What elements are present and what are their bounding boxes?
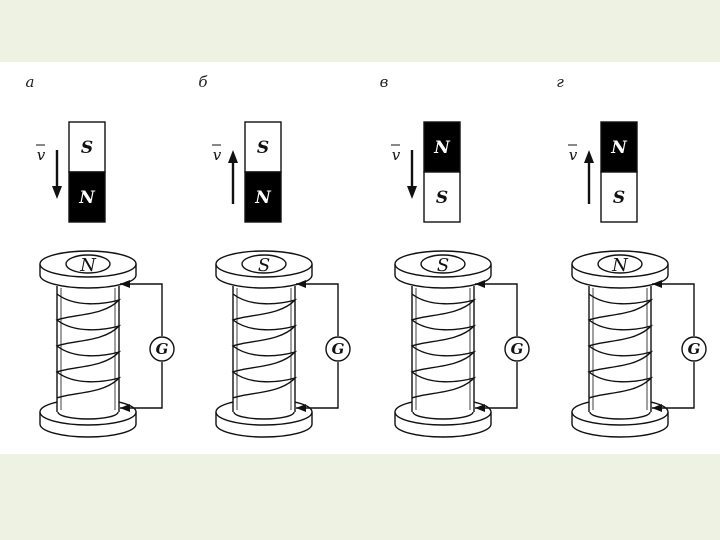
galvanometer-label: G bbox=[511, 340, 524, 358]
magnet-top-pole: S bbox=[257, 138, 269, 158]
coil-tube bbox=[589, 286, 651, 412]
panel-label: б bbox=[198, 73, 208, 91]
galvanometer-body bbox=[681, 336, 707, 362]
coil-pole-label: S bbox=[437, 255, 449, 276]
velocity-label: v bbox=[213, 146, 222, 164]
magnet-bottom-half bbox=[600, 171, 638, 223]
galvanometer-body bbox=[325, 336, 351, 362]
magnet-bottom-pole: N bbox=[254, 188, 272, 208]
wire-arrow-top bbox=[120, 280, 130, 288]
wire-arrow-bottom bbox=[120, 404, 130, 412]
wire-bottom bbox=[296, 362, 339, 409]
bar-magnet: NS bbox=[600, 121, 638, 223]
coil: N bbox=[39, 250, 137, 438]
magnet-bottom-half bbox=[68, 171, 106, 223]
circuit: G bbox=[475, 280, 530, 412]
bar-magnet: SN bbox=[68, 121, 106, 223]
galvanometer-label: G bbox=[688, 340, 701, 358]
coil: N bbox=[571, 250, 669, 438]
top-flange-ring bbox=[65, 254, 111, 274]
velocity-indicator: v bbox=[391, 144, 417, 199]
arrow-head-up bbox=[228, 150, 238, 163]
bar-magnet: NS bbox=[423, 121, 461, 223]
wire-top bbox=[475, 283, 518, 336]
magnet-bottom-half bbox=[423, 171, 461, 223]
arrow-head-up bbox=[584, 150, 594, 163]
magnet-top-half bbox=[68, 121, 106, 173]
velocity-label: v bbox=[392, 146, 401, 164]
galvanometer: G bbox=[149, 336, 175, 362]
top-flange bbox=[39, 250, 137, 278]
wire-arrow-bottom bbox=[475, 404, 485, 412]
coil: S bbox=[394, 250, 492, 438]
magnet-bottom-pole: N bbox=[78, 188, 96, 208]
velocity-indicator: v bbox=[568, 144, 594, 204]
magnet-bottom-half bbox=[244, 171, 282, 223]
magnet-bottom-pole: S bbox=[436, 188, 448, 208]
coil-winding bbox=[587, 293, 654, 399]
wire-arrow-top bbox=[475, 280, 485, 288]
galvanometer: G bbox=[325, 336, 351, 362]
top-flange-ring bbox=[420, 254, 466, 274]
wire-top bbox=[296, 283, 339, 336]
coil-pole-label: N bbox=[79, 255, 97, 276]
coil-tube bbox=[57, 286, 119, 412]
top-flange-ring bbox=[241, 254, 287, 274]
wire-arrow-top bbox=[652, 280, 662, 288]
galvanometer: G bbox=[504, 336, 530, 362]
top-flange-ring bbox=[597, 254, 643, 274]
galvanometer-label: G bbox=[332, 340, 345, 358]
magnet-top-pole: N bbox=[433, 138, 451, 158]
coil-winding bbox=[55, 293, 122, 399]
galvanometer-label: G bbox=[156, 340, 169, 358]
magnet-top-half bbox=[423, 121, 461, 173]
bar-magnet: SN bbox=[244, 121, 282, 223]
wire-top bbox=[652, 283, 695, 336]
magnet-top-pole: S bbox=[81, 138, 93, 158]
panel-label: в bbox=[380, 73, 389, 91]
circuit: G bbox=[296, 280, 351, 412]
wire-bottom bbox=[120, 362, 163, 409]
coil-tube bbox=[233, 286, 295, 412]
top-flange bbox=[215, 250, 313, 278]
magnet-bottom-pole: S bbox=[613, 188, 625, 208]
arrow-head-down bbox=[52, 186, 62, 199]
velocity-indicator: v bbox=[212, 144, 238, 204]
galvanometer-body bbox=[504, 336, 530, 362]
panel-label: г bbox=[556, 73, 564, 91]
wire-bottom bbox=[652, 362, 695, 409]
top-flange bbox=[394, 250, 492, 278]
galvanometer: G bbox=[681, 336, 707, 362]
velocity-label: v bbox=[37, 146, 46, 164]
coil-pole-label: N bbox=[611, 255, 629, 276]
magnet-top-half bbox=[600, 121, 638, 173]
wire-arrow-top bbox=[296, 280, 306, 288]
coil-pole-label: S bbox=[258, 255, 270, 276]
galvanometer-body bbox=[149, 336, 175, 362]
top-flange bbox=[571, 250, 669, 278]
circuit: G bbox=[652, 280, 707, 412]
coil: S bbox=[215, 250, 313, 438]
wire-arrow-bottom bbox=[652, 404, 662, 412]
wire-top bbox=[120, 283, 163, 336]
circuit: G bbox=[120, 280, 175, 412]
coil-winding bbox=[410, 293, 477, 399]
wire-arrow-bottom bbox=[296, 404, 306, 412]
arrow-head-down bbox=[407, 186, 417, 199]
coil-tube bbox=[412, 286, 474, 412]
panel-label: а bbox=[26, 73, 35, 91]
magnet-top-pole: N bbox=[610, 138, 628, 158]
velocity-label: v bbox=[569, 146, 578, 164]
wire-bottom bbox=[475, 362, 518, 409]
coil-winding bbox=[231, 293, 298, 399]
velocity-indicator: v bbox=[36, 144, 62, 199]
